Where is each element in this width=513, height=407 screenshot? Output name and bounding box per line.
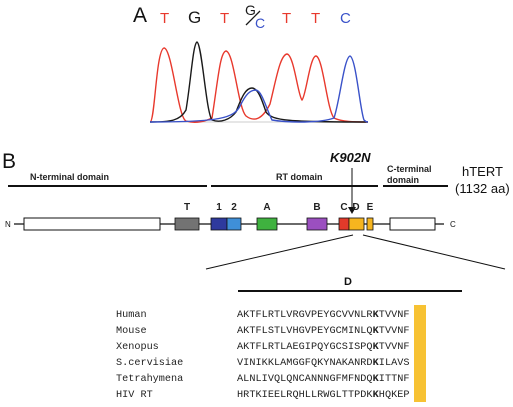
species-name-hiv-rt: HIV RT: [116, 390, 153, 401]
species-name-xenopus: Xenopus: [116, 342, 159, 353]
motif-a: [256, 217, 278, 231]
species-name-human: Human: [116, 310, 147, 321]
sequence-after: ILAVS: [378, 358, 410, 369]
base-call-2: G: [188, 8, 202, 27]
species-name-tetrahymena: Tetrahymena: [116, 374, 184, 385]
panel-b-label: B: [2, 150, 17, 173]
terminal-n: N: [5, 220, 11, 229]
c-terminal-domain-label-2: domain: [387, 175, 420, 185]
k902-highlight: [414, 305, 426, 402]
domain-map: [8, 168, 506, 292]
base-call-6: T: [311, 10, 321, 27]
panel-a-label: A: [133, 4, 148, 27]
sequence-row-mouse: AKTFLSTLVHGVPEYGCMINLQKTVVNF: [237, 326, 410, 338]
c-terminal-domain-label-1: C-terminal: [387, 164, 432, 174]
sequence-after: HQKEP: [378, 390, 410, 401]
sequence-after: TVVNF: [378, 310, 410, 321]
sequence-after: TVVNF: [378, 342, 410, 353]
motif-2: [226, 217, 242, 231]
sequence-before: HRTKIEELRQHLLRWGLTTPDK: [237, 390, 373, 401]
motif-d: [348, 217, 365, 231]
rt-domain-label: RT domain: [276, 172, 323, 182]
sequence-row-hiv-rt: HRTKIEELRQHLLRWGLTTPDKKHQKEP: [237, 390, 410, 402]
base-call-3: T: [220, 10, 230, 27]
sequence-row-s-cervisiae: VINIKKLAMGGFQKYNAKANRDKILAVS: [237, 358, 410, 370]
heterozygous-slash: [245, 10, 261, 26]
sequence-before: AKTFLRTLAEGIPQYGCSISPQ: [237, 342, 373, 353]
sequence-before: VINIKKLAMGGFQKYNAKANRD: [237, 358, 373, 369]
protein-length: (1132 aa): [455, 181, 510, 196]
base-call-4-bottom: C: [255, 15, 266, 31]
motif-label-c: C: [340, 202, 348, 213]
species-name-mouse: Mouse: [116, 326, 147, 337]
zoom-line-right: [362, 234, 506, 270]
motif-label-2: 2: [231, 202, 237, 213]
motif-t: [174, 217, 200, 231]
sequence-before: ALNLIVQLQNCANNNGFMFNDQ: [237, 374, 373, 385]
c-terminal-box: [389, 217, 436, 231]
motif-label-e: E: [366, 202, 374, 213]
chromatogram: [149, 10, 369, 123]
conserved-lysine: K: [372, 374, 379, 385]
sequence-row-xenopus: AKTFLRTLAEGIPQYGCSISPQKTVVNF: [237, 342, 410, 354]
n-terminal-domain-label: N-terminal domain: [30, 172, 110, 182]
sequence-before: AKTFLSTLVHGVPEYGCMINLQ: [237, 326, 373, 337]
zoom-motif-label: D: [344, 276, 352, 288]
conserved-lysine: K: [372, 390, 379, 401]
n-terminal-box: [23, 217, 161, 231]
protein-name: hTERT: [462, 164, 503, 179]
motif-label-d: D: [352, 202, 360, 213]
sequence-row-human: AKTFLRTLVRGVPEYGCVVNLRKTVVNF: [237, 310, 410, 322]
species-name-s-cervisiae: S.cervisiae: [116, 358, 184, 369]
zoom-line-left: [205, 234, 354, 270]
conserved-lysine: K: [372, 358, 379, 369]
motif-1: [210, 217, 228, 231]
motif-label-1: 1: [216, 202, 222, 213]
terminal-c: C: [450, 220, 456, 229]
motif-b: [306, 217, 328, 231]
trace-t: [149, 47, 369, 123]
trace-g: [149, 41, 369, 123]
motif-label-t: T: [183, 202, 191, 213]
sequence-after: TVVNF: [378, 326, 410, 337]
conserved-lysine: K: [372, 326, 379, 337]
sequence-row-tetrahymena: ALNLIVQLQNCANNNGFMFNDQKITTNF: [237, 374, 410, 386]
motif-e: [366, 217, 374, 231]
mutation-arrow-head: [348, 207, 356, 214]
motif-c: [338, 217, 350, 231]
mutation-label: K902N: [330, 150, 371, 165]
sequence-after: ITTNF: [378, 374, 410, 385]
base-call-4-top: G: [245, 2, 256, 18]
base-call-5: T: [282, 10, 292, 27]
motif-label-a: A: [263, 202, 271, 213]
trace-c: [149, 55, 369, 123]
base-call-1: T: [160, 10, 170, 27]
base-call-7: C: [340, 10, 351, 27]
conserved-lysine: K: [372, 342, 379, 353]
motif-label-b: B: [313, 202, 321, 213]
sequence-before: AKTFLRTLVRGVPEYGCVVNLR: [237, 310, 373, 321]
conserved-lysine: K: [372, 310, 379, 321]
